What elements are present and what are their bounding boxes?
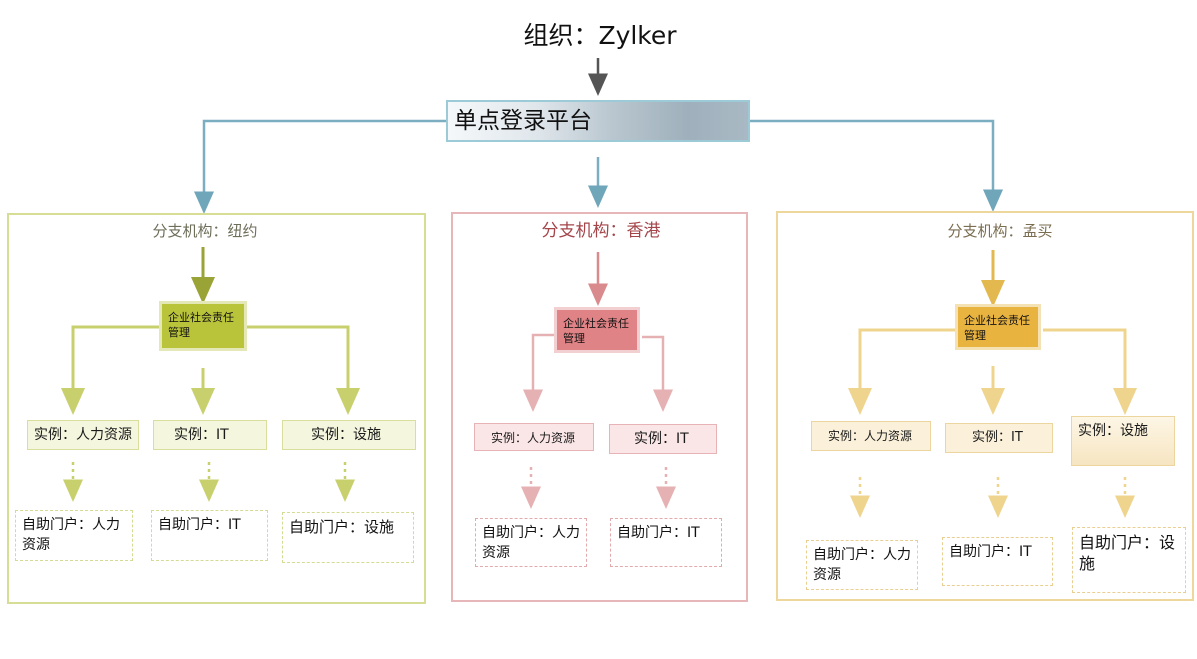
portal-it-mumbai: 自助门户：IT (942, 537, 1053, 586)
instance-hr-new-york: 实例：人力资源 (27, 420, 139, 450)
portal-it-new-york: 自助门户：IT (151, 510, 268, 561)
org-title: 组织：Zylker (523, 21, 677, 50)
branch-mumbai-panel (776, 211, 1194, 601)
instance-hr-hong-kong: 实例：人力资源 (474, 423, 594, 451)
branch-hong-kong-label: 分支机构：香港 (527, 219, 675, 243)
portal-hr-mumbai: 自助门户：人力资源 (806, 540, 918, 590)
portal-facilities-mumbai: 自助门户：设施 (1072, 527, 1186, 593)
branch-mumbai-label: 分支机构：孟买 (934, 219, 1066, 243)
sso-platform-box: 单点登录平台 (446, 100, 750, 142)
instance-facilities-mumbai: 实例：设施 (1071, 416, 1175, 466)
instance-facilities-new-york: 实例：设施 (282, 420, 416, 450)
portal-hr-new-york: 自助门户：人力资源 (15, 510, 133, 561)
sso-to-mumbai-arrow (750, 119, 1003, 212)
portal-it-hong-kong: 自助门户：IT (610, 518, 722, 567)
branch-new-york-label: 分支机构：纽约 (134, 219, 276, 243)
csr-management-box-hong-kong: 企业社会责任管理 (557, 310, 637, 350)
portal-hr-hong-kong: 自助门户：人力资源 (475, 518, 587, 567)
instance-hr-mumbai: 实例：人力资源 (811, 421, 931, 451)
branch-new-york-panel (7, 213, 426, 604)
csr-management-box-new-york: 企业社会责任管理 (162, 304, 244, 348)
instance-it-hong-kong: 实例：IT (609, 424, 717, 454)
instance-it-new-york: 实例：IT (153, 420, 267, 450)
sso-to-newyork-arrow (194, 119, 446, 214)
instance-it-mumbai: 实例：IT (945, 423, 1053, 453)
branch-hong-kong-panel (451, 212, 748, 602)
portal-facilities-new-york: 自助门户：设施 (282, 512, 414, 563)
csr-management-box-mumbai: 企业社会责任管理 (958, 307, 1038, 347)
